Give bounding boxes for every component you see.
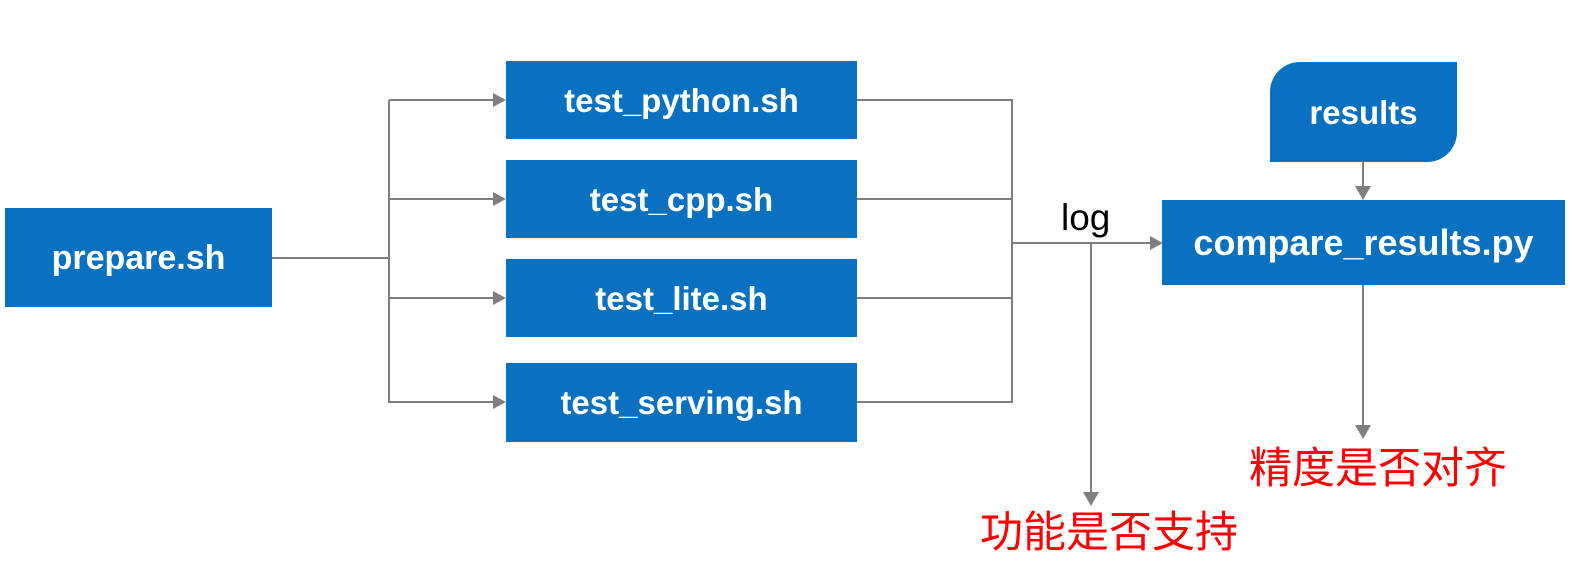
node-test-python-sh: test_python.sh — [506, 61, 857, 139]
connector-branch-to-test-lite — [389, 297, 493, 299]
outcome-label-function-support: 功能是否支持 — [980, 509, 1238, 557]
arrowhead-icon — [1083, 492, 1099, 506]
connector-branch-vertical — [388, 100, 390, 403]
arrowhead-icon — [493, 291, 506, 305]
connector-test-serving-out — [857, 401, 1013, 403]
connector-branch-to-test-python — [389, 99, 493, 101]
connector-log-to-compare — [1011, 242, 1150, 244]
connector-compare-to-accuracy — [1362, 285, 1364, 426]
connector-prepare-to-branch — [272, 257, 389, 259]
arrowhead-icon — [493, 192, 506, 206]
connector-collector-vertical — [1011, 100, 1013, 403]
arrowhead-icon — [493, 395, 506, 409]
edge-label-log: log — [1061, 197, 1111, 238]
node-compare-results-py: compare_results.py — [1162, 200, 1565, 285]
connector-test-python-out — [857, 99, 1013, 101]
node-test-serving-sh: test_serving.sh — [506, 363, 857, 442]
outcome-label-accuracy-alignment: 精度是否对齐 — [1249, 445, 1507, 493]
connector-log-to-function-support — [1090, 243, 1092, 493]
connector-test-lite-out — [857, 297, 1013, 299]
connector-branch-to-test-serving — [389, 401, 493, 403]
arrowhead-icon — [1355, 186, 1371, 200]
node-test-cpp-sh: test_cpp.sh — [506, 160, 857, 238]
node-results: results — [1270, 62, 1457, 162]
connector-results-to-compare — [1362, 162, 1364, 188]
arrowhead-icon — [1150, 236, 1163, 250]
arrowhead-icon — [493, 93, 506, 107]
arrowhead-icon — [1355, 425, 1371, 439]
node-prepare-sh: prepare.sh — [5, 208, 272, 307]
connector-branch-to-test-cpp — [389, 198, 493, 200]
node-test-lite-sh: test_lite.sh — [506, 259, 857, 337]
connector-test-cpp-out — [857, 198, 1013, 200]
